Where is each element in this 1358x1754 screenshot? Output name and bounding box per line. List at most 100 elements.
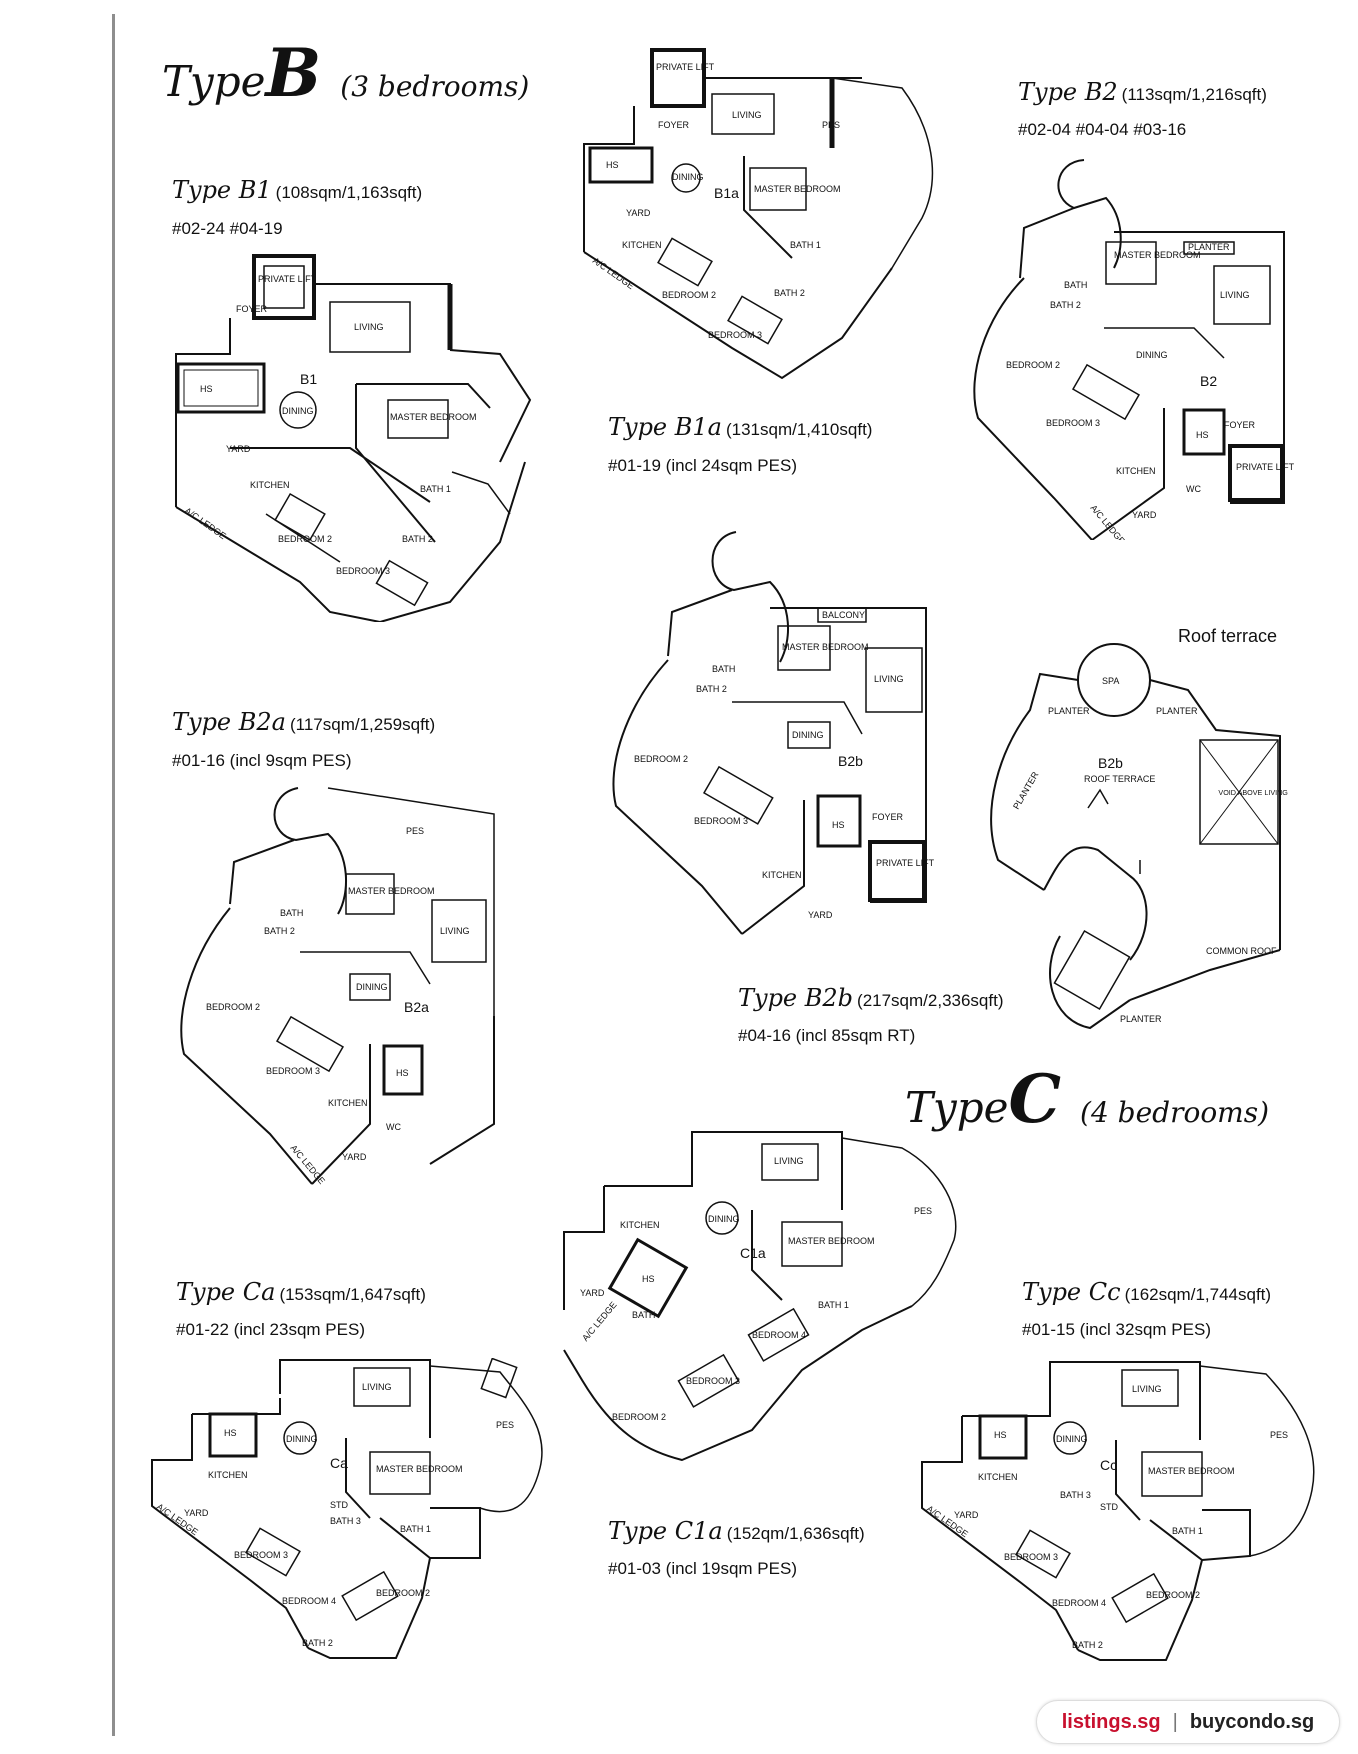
room-label: KITCHEN — [208, 1470, 248, 1480]
room-label: YARD — [226, 444, 251, 454]
unit-label-b2a: Type B2a(117sqm/1,259sqft) — [172, 708, 436, 736]
room-label: ROOF TERRACE — [1084, 774, 1155, 784]
room-label: MASTER BEDROOM — [1148, 1466, 1235, 1476]
unit-label-b2: Type B2(113sqm/1,216sqft) — [1018, 78, 1267, 106]
room-label: MASTER BEDROOM — [348, 886, 435, 896]
room-label: BATH — [1064, 280, 1087, 290]
room-label: HS — [832, 820, 845, 830]
footer-site-buycondo[interactable]: buycondo.sg — [1189, 1710, 1315, 1733]
section-letter: C — [1008, 1060, 1063, 1138]
room-label: MASTER BEDROOM — [390, 412, 477, 422]
room-label: MASTER BEDROOM — [376, 1464, 463, 1474]
unit-numbers-cc: #01-15 (incl 32sqm PES) — [1022, 1320, 1211, 1339]
room-label: LIVING — [362, 1382, 392, 1392]
room-label: BEDROOM 2 — [634, 754, 688, 764]
room-label: COMMON ROOF — [1206, 946, 1277, 956]
room-label: BEDROOM 3 — [1046, 418, 1100, 428]
room-label: PLANTER — [1156, 706, 1198, 716]
unit-numbers-b2a: #01-16 (incl 9sqm PES) — [172, 751, 352, 770]
room-label: WC — [386, 1122, 401, 1132]
room-label: BATH 3 — [330, 1516, 361, 1526]
room-label: BEDROOM 2 — [376, 1588, 430, 1598]
room-label: STD — [1100, 1502, 1119, 1512]
room-label: BATH 2 — [302, 1638, 333, 1648]
footer-separator: | — [1172, 1710, 1178, 1733]
room-label: B2a — [404, 999, 429, 1015]
unit-numbers-ca: #01-22 (incl 23sqm PES) — [176, 1320, 365, 1339]
room-label: HS — [224, 1428, 237, 1438]
room-label: BEDROOM 3 — [234, 1550, 288, 1560]
room-label: BEDROOM 2 — [612, 1412, 666, 1422]
room-label: BATH 2 — [774, 288, 805, 298]
room-label: STD — [330, 1500, 349, 1510]
room-label: KITCHEN — [762, 870, 802, 880]
floor-plan-b1: PRIVATE LIFT FOYER LIVING HS DINING B1 M… — [170, 252, 555, 622]
room-label: MASTER BEDROOM — [1114, 250, 1201, 260]
unit-numbers-b2b: #04-16 (incl 85sqm RT) — [738, 1026, 916, 1045]
page-margin-line — [112, 14, 115, 1736]
room-label: KITCHEN — [620, 1220, 660, 1230]
room-label: PLANTER — [1188, 242, 1230, 252]
room-label: A/C LEDGE — [591, 255, 636, 291]
room-label: YARD — [626, 208, 651, 218]
room-label: BALCONY — [822, 610, 865, 620]
floor-plan-b2b: MASTER BEDROOM BALCONY LIVING BATH BATH … — [592, 530, 944, 940]
room-label: LIVING — [732, 110, 762, 120]
section-type-word: Type — [162, 57, 266, 106]
room-label: B1a — [714, 185, 739, 201]
room-label: SPA — [1102, 676, 1119, 686]
room-label: YARD — [580, 1288, 605, 1298]
room-label: KITCHEN — [978, 1472, 1018, 1482]
floor-plan-ca: LIVING PES HS DINING Ca MASTER BEDROOM K… — [150, 1358, 550, 1670]
room-label: KITCHEN — [250, 480, 290, 490]
room-label: BATH 3 — [1060, 1490, 1091, 1500]
unit-numbers-b1a: #01-19 (incl 24sqm PES) — [608, 456, 797, 475]
room-label: HS — [200, 384, 213, 394]
room-label: BATH 1 — [1172, 1526, 1203, 1536]
room-label: FOYER — [236, 304, 268, 314]
room-label: PLANTER — [1011, 770, 1041, 811]
room-label: B2b — [1098, 755, 1123, 771]
room-label: C1a — [740, 1245, 766, 1261]
room-label: VOID ABOVE LIVING — [1218, 788, 1288, 797]
room-label: MASTER BEDROOM — [782, 642, 869, 652]
room-label: HS — [396, 1068, 409, 1078]
unit-label-b1a: Type B1a(131sqm/1,410sqft) — [608, 413, 873, 441]
room-label: BATH 1 — [818, 1300, 849, 1310]
room-label: BEDROOM 2 — [1006, 360, 1060, 370]
room-label: LIVING — [874, 674, 904, 684]
room-label: LIVING — [354, 322, 384, 332]
unit-label-c1a: Type C1a(152qm/1,636sqft) — [608, 1517, 865, 1545]
room-label: LIVING — [440, 926, 470, 936]
footer-site-listings[interactable]: listings.sg — [1061, 1710, 1161, 1733]
room-label: HS — [642, 1274, 655, 1284]
unit-label-cc: Type Cc(162sqm/1,744sqft) — [1022, 1278, 1272, 1306]
room-label: YARD — [954, 1510, 979, 1520]
room-label: LIVING — [774, 1156, 804, 1166]
room-label: B1 — [300, 371, 317, 387]
room-label: PRIVATE LIFT — [876, 858, 935, 868]
room-label: A/C LEDGE — [1088, 503, 1127, 540]
room-label: A/C LEDGE — [925, 1503, 970, 1539]
room-label: B2b — [838, 753, 863, 769]
room-label: HS — [606, 160, 619, 170]
room-label: B2 — [1200, 373, 1217, 389]
room-label: DINING — [356, 982, 388, 992]
room-label: DINING — [1136, 350, 1168, 360]
room-label: DINING — [792, 730, 824, 740]
room-label: KITCHEN — [622, 240, 662, 250]
room-label: BEDROOM 2 — [206, 1002, 260, 1012]
room-label: WC — [1186, 484, 1201, 494]
floor-plan-c1a: LIVING PES KITCHEN DINING C1a MASTER BED… — [562, 1130, 970, 1470]
floor-plan-roof-terrace: SPA PLANTER PLANTER PLANTER PLANTER B2b … — [980, 640, 1292, 1036]
unit-numbers-c1a: #01-03 (incl 19sqm PES) — [608, 1559, 797, 1578]
room-label: DINING — [282, 406, 314, 416]
section-type-word: Type — [905, 1083, 1009, 1132]
room-label: A/C LEDGE — [580, 1300, 619, 1343]
floor-plan-b2a: PES MASTER BEDROOM LIVING BATH BATH 2 DI… — [170, 784, 504, 1186]
room-label: BEDROOM 2 — [662, 290, 716, 300]
room-label: BEDROOM 2 — [1146, 1590, 1200, 1600]
room-label: LIVING — [1132, 1384, 1162, 1394]
unit-label-b1: Type B1(108sqm/1,163sqft) — [172, 176, 423, 204]
room-label: PES — [914, 1206, 932, 1216]
